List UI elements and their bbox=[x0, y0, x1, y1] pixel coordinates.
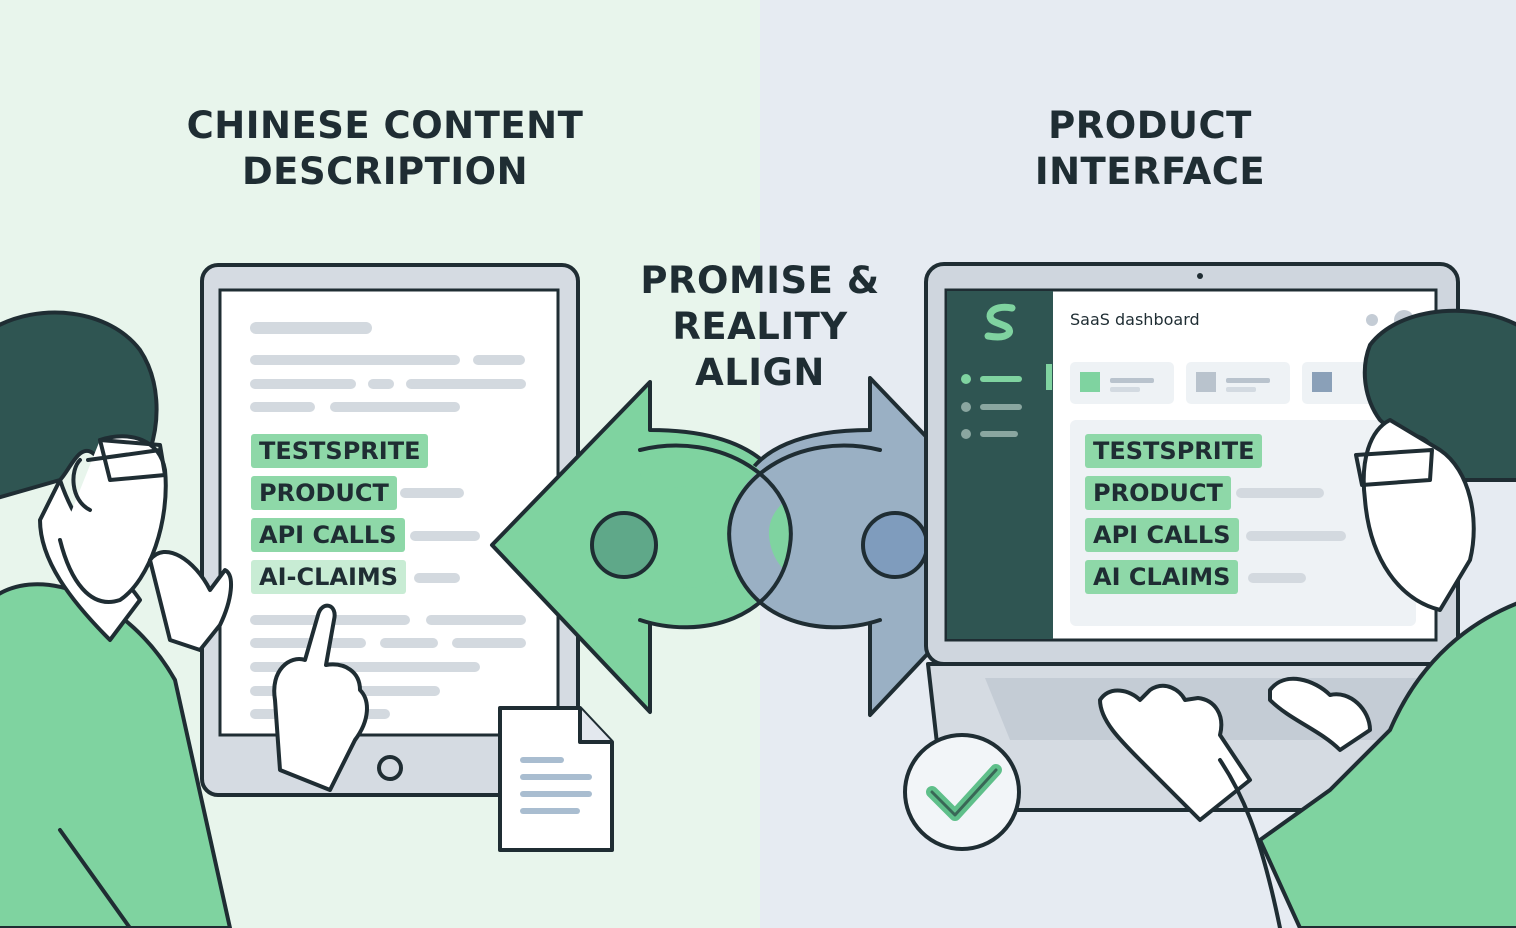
document-tag-testsprite: TESTSPRITE bbox=[251, 434, 429, 468]
document-tag-api-calls: API CALLS bbox=[251, 518, 405, 552]
dashboard-tag-product: PRODUCT bbox=[1085, 476, 1231, 510]
dashboard-tag-api-calls: API CALLS bbox=[1085, 518, 1239, 552]
left-heading-line1: CHINESE CONTENT bbox=[186, 104, 584, 147]
center-heading-line2: REALITY bbox=[672, 305, 848, 348]
right-heading-line2: INTERFACE bbox=[1034, 150, 1266, 193]
right-heading: PRODUCT INTERFACE bbox=[950, 103, 1350, 195]
left-heading: CHINESE CONTENT DESCRIPTION bbox=[150, 103, 620, 195]
typing-hands-icon bbox=[1098, 676, 1372, 822]
dashboard-tag-ai-claims: AI CLAIMS bbox=[1085, 560, 1239, 594]
tablet-icon bbox=[200, 263, 580, 797]
dashboard-title: SaaS dashboard bbox=[1070, 310, 1200, 329]
document-tag-ai-claims: AI-CLAIMS bbox=[251, 560, 407, 594]
center-heading-line1: PROMISE & bbox=[640, 259, 880, 302]
document-tag-product: PRODUCT bbox=[251, 476, 397, 510]
document-icon bbox=[498, 706, 614, 852]
center-heading-line3: ALIGN bbox=[695, 351, 825, 394]
left-heading-line2: DESCRIPTION bbox=[241, 150, 529, 193]
dashboard-sidebar bbox=[947, 291, 1053, 639]
dashboard-tag-testsprite: TESTSPRITE bbox=[1085, 434, 1263, 468]
person-left-icon bbox=[0, 310, 232, 928]
checkmark-icon bbox=[903, 733, 1021, 851]
center-heading: PROMISE & REALITY ALIGN bbox=[610, 258, 910, 396]
pointing-hand-icon bbox=[148, 549, 369, 792]
chain-link-icon bbox=[630, 443, 890, 630]
dashboard-logo-icon bbox=[984, 303, 1016, 341]
person-right-icon bbox=[1218, 308, 1516, 928]
right-heading-line1: PRODUCT bbox=[1048, 104, 1252, 147]
